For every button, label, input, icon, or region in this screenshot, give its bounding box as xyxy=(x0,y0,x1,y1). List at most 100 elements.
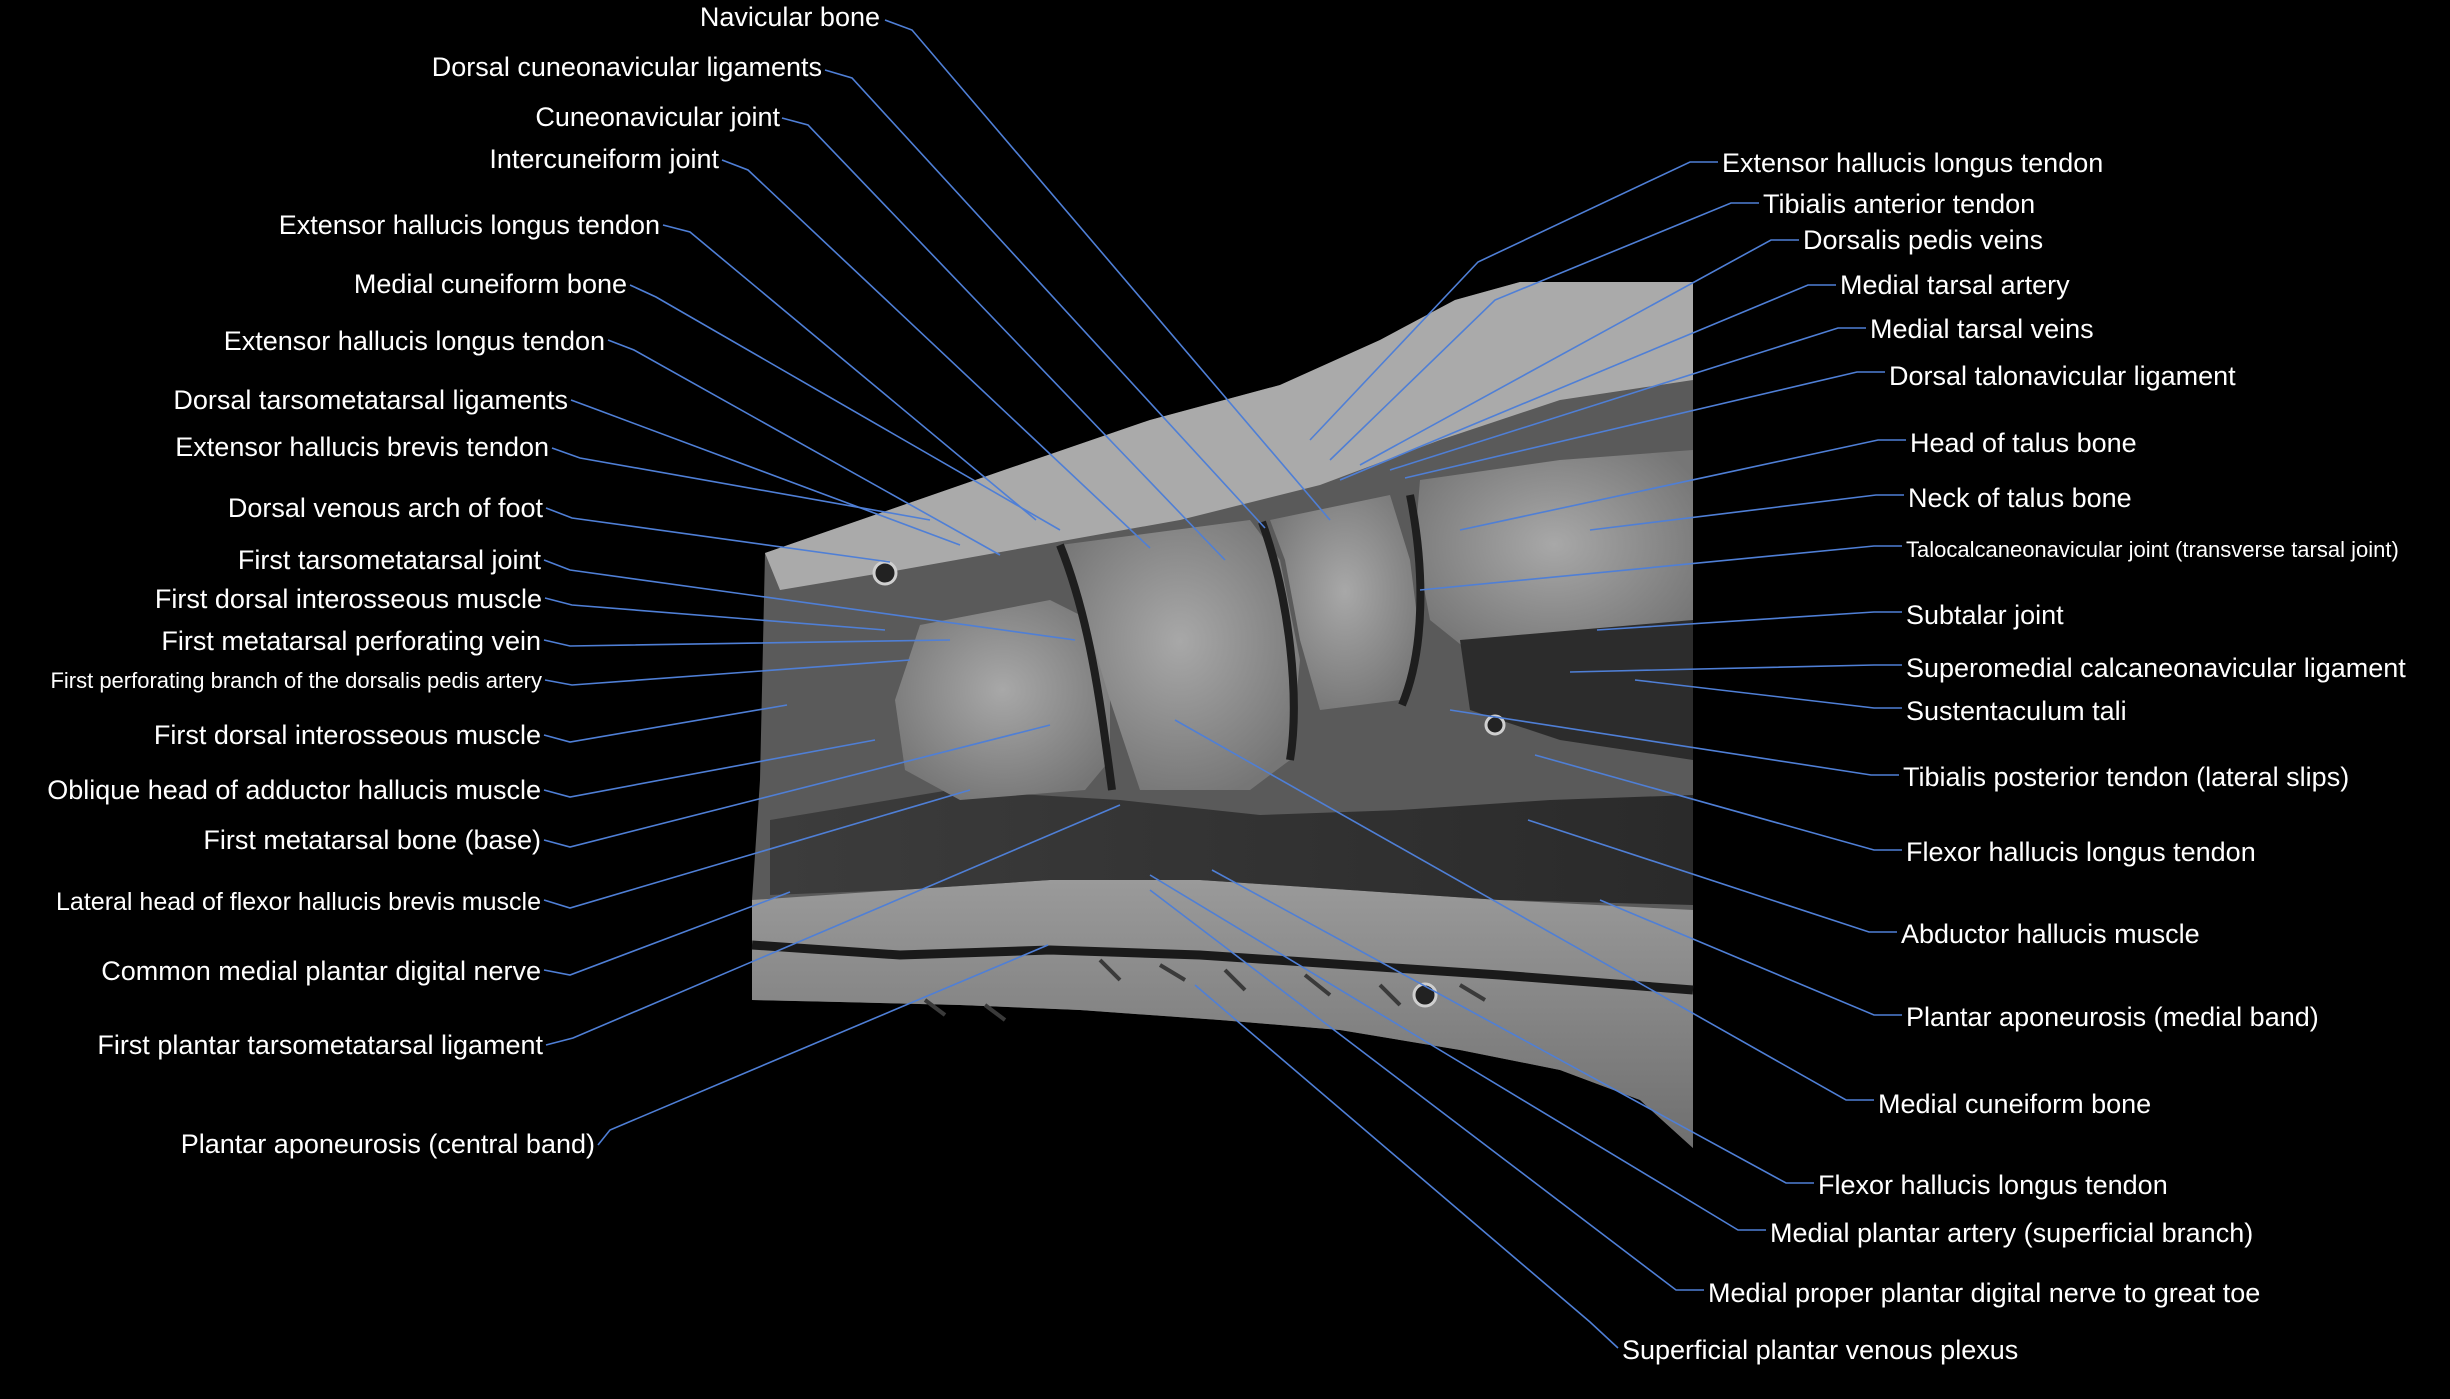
label-intercuneiform-joint: Intercuneiform joint xyxy=(489,144,719,174)
label-head-of-talus: Head of talus bone xyxy=(1910,428,2137,458)
leader-line xyxy=(607,339,1001,556)
leader-line xyxy=(662,224,1037,521)
leader-line xyxy=(1211,869,1814,1184)
medial-cuneiform-shape xyxy=(1060,520,1300,790)
label-cuneonavicular-joint: Cuneonavicular joint xyxy=(535,102,780,132)
label-extensor-hallucis-longus-tendon: Extensor hallucis longus tendon xyxy=(279,210,660,240)
label-common-medial-plantar-digital-nerve: Common medial plantar digital nerve xyxy=(101,956,541,986)
label-medial-cuneiform-bone: Medial cuneiform bone xyxy=(354,269,627,299)
label-sustentaculum-tali: Sustentaculum tali xyxy=(1906,696,2127,726)
leader-line xyxy=(1634,679,1902,709)
label-superomedial-calcaneonavicular-ligament: Superomedial calcaneonavicular ligament xyxy=(1906,653,2406,683)
plantar-aponeurosis-band xyxy=(751,940,1694,995)
plantar-fat-pad xyxy=(752,880,1693,1148)
leader-line xyxy=(1149,889,1704,1291)
label-medial-cuneiform-bone: Medial cuneiform bone xyxy=(1878,1089,2151,1119)
label-dorsal-cuneonavicular-ligaments: Dorsal cuneonavicular ligaments xyxy=(432,52,822,82)
leader-line xyxy=(544,659,911,686)
leader-line xyxy=(543,704,788,743)
leader-line xyxy=(1589,494,1904,531)
label-dorsal-tarsometatarsal-ligaments: Dorsal tarsometatarsal ligaments xyxy=(173,385,568,415)
leader-line xyxy=(1359,239,1799,466)
leader-line xyxy=(545,804,1121,1046)
mri-image xyxy=(751,282,1694,1148)
navicular-shape xyxy=(1270,495,1420,710)
leader-line xyxy=(1459,439,1906,531)
leader-line xyxy=(543,789,971,909)
leader-line xyxy=(721,159,1151,549)
label-first-tarsometatarsal-joint: First tarsometatarsal joint xyxy=(238,545,542,575)
talus-head-shape xyxy=(1415,450,1693,660)
leader-line xyxy=(1404,371,1885,479)
label-first-dorsal-interosseous-muscle: First dorsal interosseous muscle xyxy=(155,584,542,614)
leader-line xyxy=(1389,327,1866,471)
label-dorsal-talonavicular-ligament: Dorsal talonavicular ligament xyxy=(1889,361,2236,391)
leader-lines xyxy=(543,19,1906,1349)
label-extensor-hallucis-brevis-tendon: Extensor hallucis brevis tendon xyxy=(175,432,549,462)
label-first-perforating-branch: First perforating branch of the dorsalis… xyxy=(50,668,542,693)
label-medial-plantar-artery-superficial: Medial plantar artery (superficial branc… xyxy=(1770,1218,2253,1248)
leader-line xyxy=(1527,819,1897,933)
label-lateral-head-fhb: Lateral head of flexor hallucis brevis m… xyxy=(56,888,541,916)
leader-line xyxy=(1339,284,1836,481)
label-plantar-aponeurosis-medial: Plantar aponeurosis (medial band) xyxy=(1906,1002,2319,1032)
label-superficial-plantar-venous-plexus: Superficial plantar venous plexus xyxy=(1622,1335,2018,1365)
label-flexor-hallucis-longus-tendon: Flexor hallucis longus tendon xyxy=(1906,837,2256,867)
label-flexor-hallucis-longus-tendon: Flexor hallucis longus tendon xyxy=(1818,1170,2168,1200)
leader-line xyxy=(1534,754,1902,851)
label-extensor-hallucis-longus-tendon: Extensor hallucis longus tendon xyxy=(1722,148,2103,178)
dorsal-fat-band xyxy=(765,282,1693,590)
leader-line xyxy=(543,891,791,976)
label-subtalar-joint: Subtalar joint xyxy=(1906,600,2064,630)
leader-line xyxy=(1174,719,1874,1101)
leader-line xyxy=(1419,545,1902,591)
leader-line xyxy=(1309,161,1718,441)
leader-line xyxy=(884,19,1331,521)
leader-line xyxy=(543,739,876,798)
fat-lobules xyxy=(923,958,1487,1022)
leader-line xyxy=(545,507,891,563)
leader-line xyxy=(1599,899,1902,1016)
tendon-dot xyxy=(1412,982,1438,1008)
label-tibialis-posterior-lateral-slips: Tibialis posterior tendon (lateral slips… xyxy=(1903,762,2349,792)
leader-line xyxy=(551,447,931,521)
tendon-dot xyxy=(872,560,898,586)
label-extensor-hallucis-longus-tendon: Extensor hallucis longus tendon xyxy=(224,326,605,356)
leader-line xyxy=(781,117,1226,561)
leader-line xyxy=(629,284,1061,531)
leader-line xyxy=(543,639,951,647)
leader-line xyxy=(543,724,1051,848)
label-first-plantar-tarsometatarsal-ligament: First plantar tarsometatarsal ligament xyxy=(97,1030,543,1060)
leader-line xyxy=(543,559,1076,641)
label-neck-of-talus: Neck of talus bone xyxy=(1908,483,2132,513)
sustentaculum-dark xyxy=(1460,620,1693,760)
label-navicular-bone: Navicular bone xyxy=(700,2,880,32)
plantar-muscles xyxy=(770,790,1693,905)
label-medial-tarsal-veins: Medial tarsal veins xyxy=(1870,314,2094,344)
label-plantar-aponeurosis-central: Plantar aponeurosis (central band) xyxy=(181,1129,595,1159)
label-tibialis-anterior-tendon: Tibialis anterior tendon xyxy=(1763,189,2035,219)
label-medial-tarsal-artery: Medial tarsal artery xyxy=(1840,270,2070,300)
leader-line xyxy=(1449,709,1899,776)
tendon-dot xyxy=(1484,714,1506,736)
leader-line xyxy=(1596,611,1902,631)
joint-lines xyxy=(1056,494,1425,791)
label-first-dorsal-interosseous-muscle: First dorsal interosseous muscle xyxy=(154,720,541,750)
leader-line xyxy=(597,944,1049,1146)
label-talocalcaneonavicular-joint: Talocalcaneonavicular joint (transverse … xyxy=(1906,537,2399,562)
leader-line xyxy=(1149,874,1766,1231)
label-first-metatarsal-perforating-vein: First metatarsal perforating vein xyxy=(161,626,541,656)
label-dorsal-venous-arch: Dorsal venous arch of foot xyxy=(228,493,544,523)
label-oblique-head-adductor-hallucis: Oblique head of adductor hallucis muscle xyxy=(47,775,541,805)
leader-line xyxy=(824,69,1266,529)
label-dorsalis-pedis-veins: Dorsalis pedis veins xyxy=(1803,225,2043,255)
leader-line xyxy=(1569,664,1902,673)
leader-line xyxy=(1329,202,1759,461)
label-medial-proper-plantar-digital-nerve: Medial proper plantar digital nerve to g… xyxy=(1708,1278,2260,1308)
leader-line xyxy=(544,597,886,631)
label-first-metatarsal-bone-base: First metatarsal bone (base) xyxy=(203,825,541,855)
leader-line xyxy=(1194,984,1619,1349)
leader-line xyxy=(570,399,961,546)
label-abductor-hallucis-muscle: Abductor hallucis muscle xyxy=(1901,919,2200,949)
